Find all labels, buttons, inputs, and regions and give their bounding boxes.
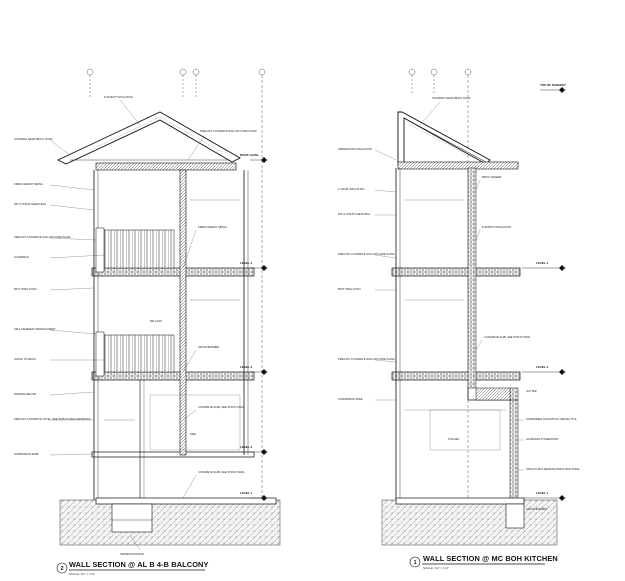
note: R-38 BATT INSULATION xyxy=(104,95,133,99)
note: SUSPENSION WIRE xyxy=(14,452,39,456)
level-label: LEVEL 4 xyxy=(536,261,548,265)
roof-right xyxy=(397,111,519,170)
annotations-left-inner: R-38 BATT INSULATION PRECAST CONCRETE HO… xyxy=(104,95,257,556)
section-scale: SCALE: 1/2" = 1'-0" xyxy=(69,572,95,576)
note: TERMINATING INSULATION xyxy=(338,147,372,151)
section-title: WALL SECTION @ MC BOH KITCHEN xyxy=(423,554,558,563)
annotations-left-outer: STANDING SEAM METAL ROOF FIBER CEMENT SI… xyxy=(14,137,105,456)
level-label: LEVEL 1 xyxy=(240,491,252,495)
section-number: 1 xyxy=(413,560,416,566)
annotations-right-outer: TERMINATING INSULATION 2" RIGID INSULATI… xyxy=(338,147,397,401)
section-title: WALL SECTION @ AL B 4-B BALCONY xyxy=(69,560,209,569)
interior-left xyxy=(104,199,241,451)
wall-section-left: ROOF LEVEL LEVEL 4 LEVEL 3 LEVEL 2 LEVEL… xyxy=(14,68,281,576)
floor-slabs-right xyxy=(391,267,521,381)
room-tag: FIRE xyxy=(190,432,196,436)
note: R-38 BATT INSULATION xyxy=(482,225,511,229)
foundation-left xyxy=(59,497,281,546)
exterior-wall-right xyxy=(395,167,519,501)
note: VAPOR BARRIER xyxy=(526,507,547,511)
section-title-right: 1 WALL SECTION @ MC BOH KITCHEN SCALE: 1… xyxy=(409,554,558,570)
note: 5/8" GYPSUM SHEATHING xyxy=(338,212,370,216)
level-label: LEVEL 3 xyxy=(240,365,252,369)
room-tag: KITCHEN xyxy=(448,437,460,441)
note: SELF ADHERED UNDERLAYMENT xyxy=(14,327,56,331)
note: PRECAST CONCRETE LINTEL, SEE STRUCTURAL … xyxy=(14,417,91,421)
note: ALUMINUM STOREFRONT xyxy=(526,437,559,441)
note: CONCRETE SLAB, SEE STRUCTURAL xyxy=(484,335,531,339)
note: TERMINATION BAR xyxy=(120,552,144,556)
level-label: LEVEL 1 xyxy=(536,491,548,495)
roof-left xyxy=(56,111,241,171)
note: FIBER CEMENT SIDING xyxy=(14,182,43,186)
note: PRECAST CONCRETE HOLLOW CORE PLANK xyxy=(14,235,71,239)
level-markers-left: ROOF LEVEL LEVEL 4 LEVEL 3 LEVEL 2 LEVEL… xyxy=(240,153,268,501)
note: PRECAST CONCRETE HOLLOW CORE PLANK xyxy=(338,252,395,256)
foundation-right xyxy=(381,497,558,546)
note: CONCRETE SLAB, SEE STRUCTURAL xyxy=(198,405,245,409)
interior-right xyxy=(404,199,506,451)
note: 2" RIGID INSULATION xyxy=(338,187,365,191)
note: PRECAST CONCRETE HOLLOW CORE PLANK xyxy=(338,357,395,361)
annotations-right-inner: STANDING SEAM METAL ROOF BRICK VENEER R-… xyxy=(419,96,581,511)
note: SLOPE TO DRAIN xyxy=(14,357,36,361)
note: STANDING SEAM METAL ROOF xyxy=(432,96,471,100)
note: FRAMING BELOW xyxy=(14,392,37,396)
note: CONCRETE SLAB, SEE STRUCTURAL xyxy=(198,470,245,474)
note: STRUCTURAL BEARING PER STRUCTURAL xyxy=(526,467,581,471)
note: VAPOR BARRIER xyxy=(198,345,219,349)
level-label: LEVEL 4 xyxy=(240,261,252,265)
note: SUSPENDED ACOUSTICAL CEILING TILE xyxy=(526,417,577,421)
section-scale: SCALE: 1/2" = 1'-0" xyxy=(423,566,449,570)
note: BATT INSULATION xyxy=(338,287,361,291)
level-markers-right: TOP OF PARAPET LEVEL 4 LEVEL 3 LEVEL 1 xyxy=(522,83,566,501)
note: 5/8" GYPSUM SHEATHING xyxy=(14,202,46,206)
section-title-left: 2 WALL SECTION @ AL B 4-B BALCONY SCALE:… xyxy=(56,560,209,576)
grid-markers-left xyxy=(86,68,266,500)
level-label: LEVEL 2 xyxy=(240,445,252,449)
note: FIBER CEMENT SIDING xyxy=(198,225,227,229)
section-number: 2 xyxy=(60,566,63,572)
level-label: LEVEL 3 xyxy=(536,365,548,369)
room-tag: BALCONY xyxy=(150,319,163,323)
note: BRICK VENEER xyxy=(482,175,501,179)
note: GUTTER xyxy=(526,389,537,393)
balcony-railing-left xyxy=(95,227,175,377)
note: GUARDRAIL xyxy=(14,255,30,259)
note: SUSPENSION WIRE xyxy=(338,397,363,401)
level-label: TOP OF PARAPET xyxy=(540,83,566,87)
level-label: ROOF LEVEL xyxy=(240,153,259,157)
wall-section-right: TOP OF PARAPET LEVEL 4 LEVEL 3 LEVEL 1 T… xyxy=(338,68,581,570)
note: PRECAST CONCRETE HOLLOW CORE PLANK xyxy=(200,129,257,133)
note: BATT INSULATION xyxy=(14,287,37,291)
note: STANDING SEAM METAL ROOF xyxy=(14,137,53,141)
